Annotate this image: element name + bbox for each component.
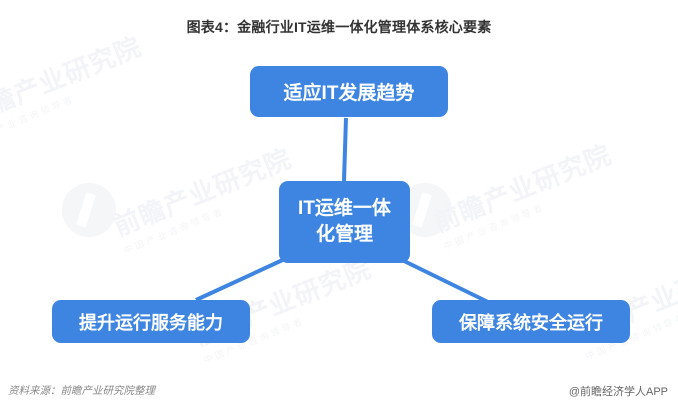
connector-top-to-center [342,117,348,182]
node-label-line1: IT运维一体 [298,198,391,220]
node-label-line2: 化管理 [315,224,373,245]
node-label: 提升运行服务能力 [79,312,223,333]
node-it-ops-integrated-management[interactable]: IT运维一体 化管理 [279,181,410,263]
page-title: 图表4：金融行业IT运维一体化管理体系核心要素 [186,19,492,35]
connector-bottomleft-to-center [195,256,288,302]
node-improve-service-capability[interactable]: 提升运行服务能力 [52,300,250,343]
connector-bottomright-to-center [399,257,489,304]
brand-credit: @前瞻经济学人APP [568,386,668,398]
node-ensure-system-security[interactable]: 保障系统安全运行 [432,300,630,343]
node-label: IT运维一体 化管理 [298,196,391,247]
node-adapt-it-trends[interactable]: 适应IT发展趋势 [250,66,448,117]
node-label: 保障系统安全运行 [459,312,603,333]
node-label: 适应IT发展趋势 [283,83,415,104]
source-note: 资料来源：前瞻产业研究院整理 [8,385,155,397]
